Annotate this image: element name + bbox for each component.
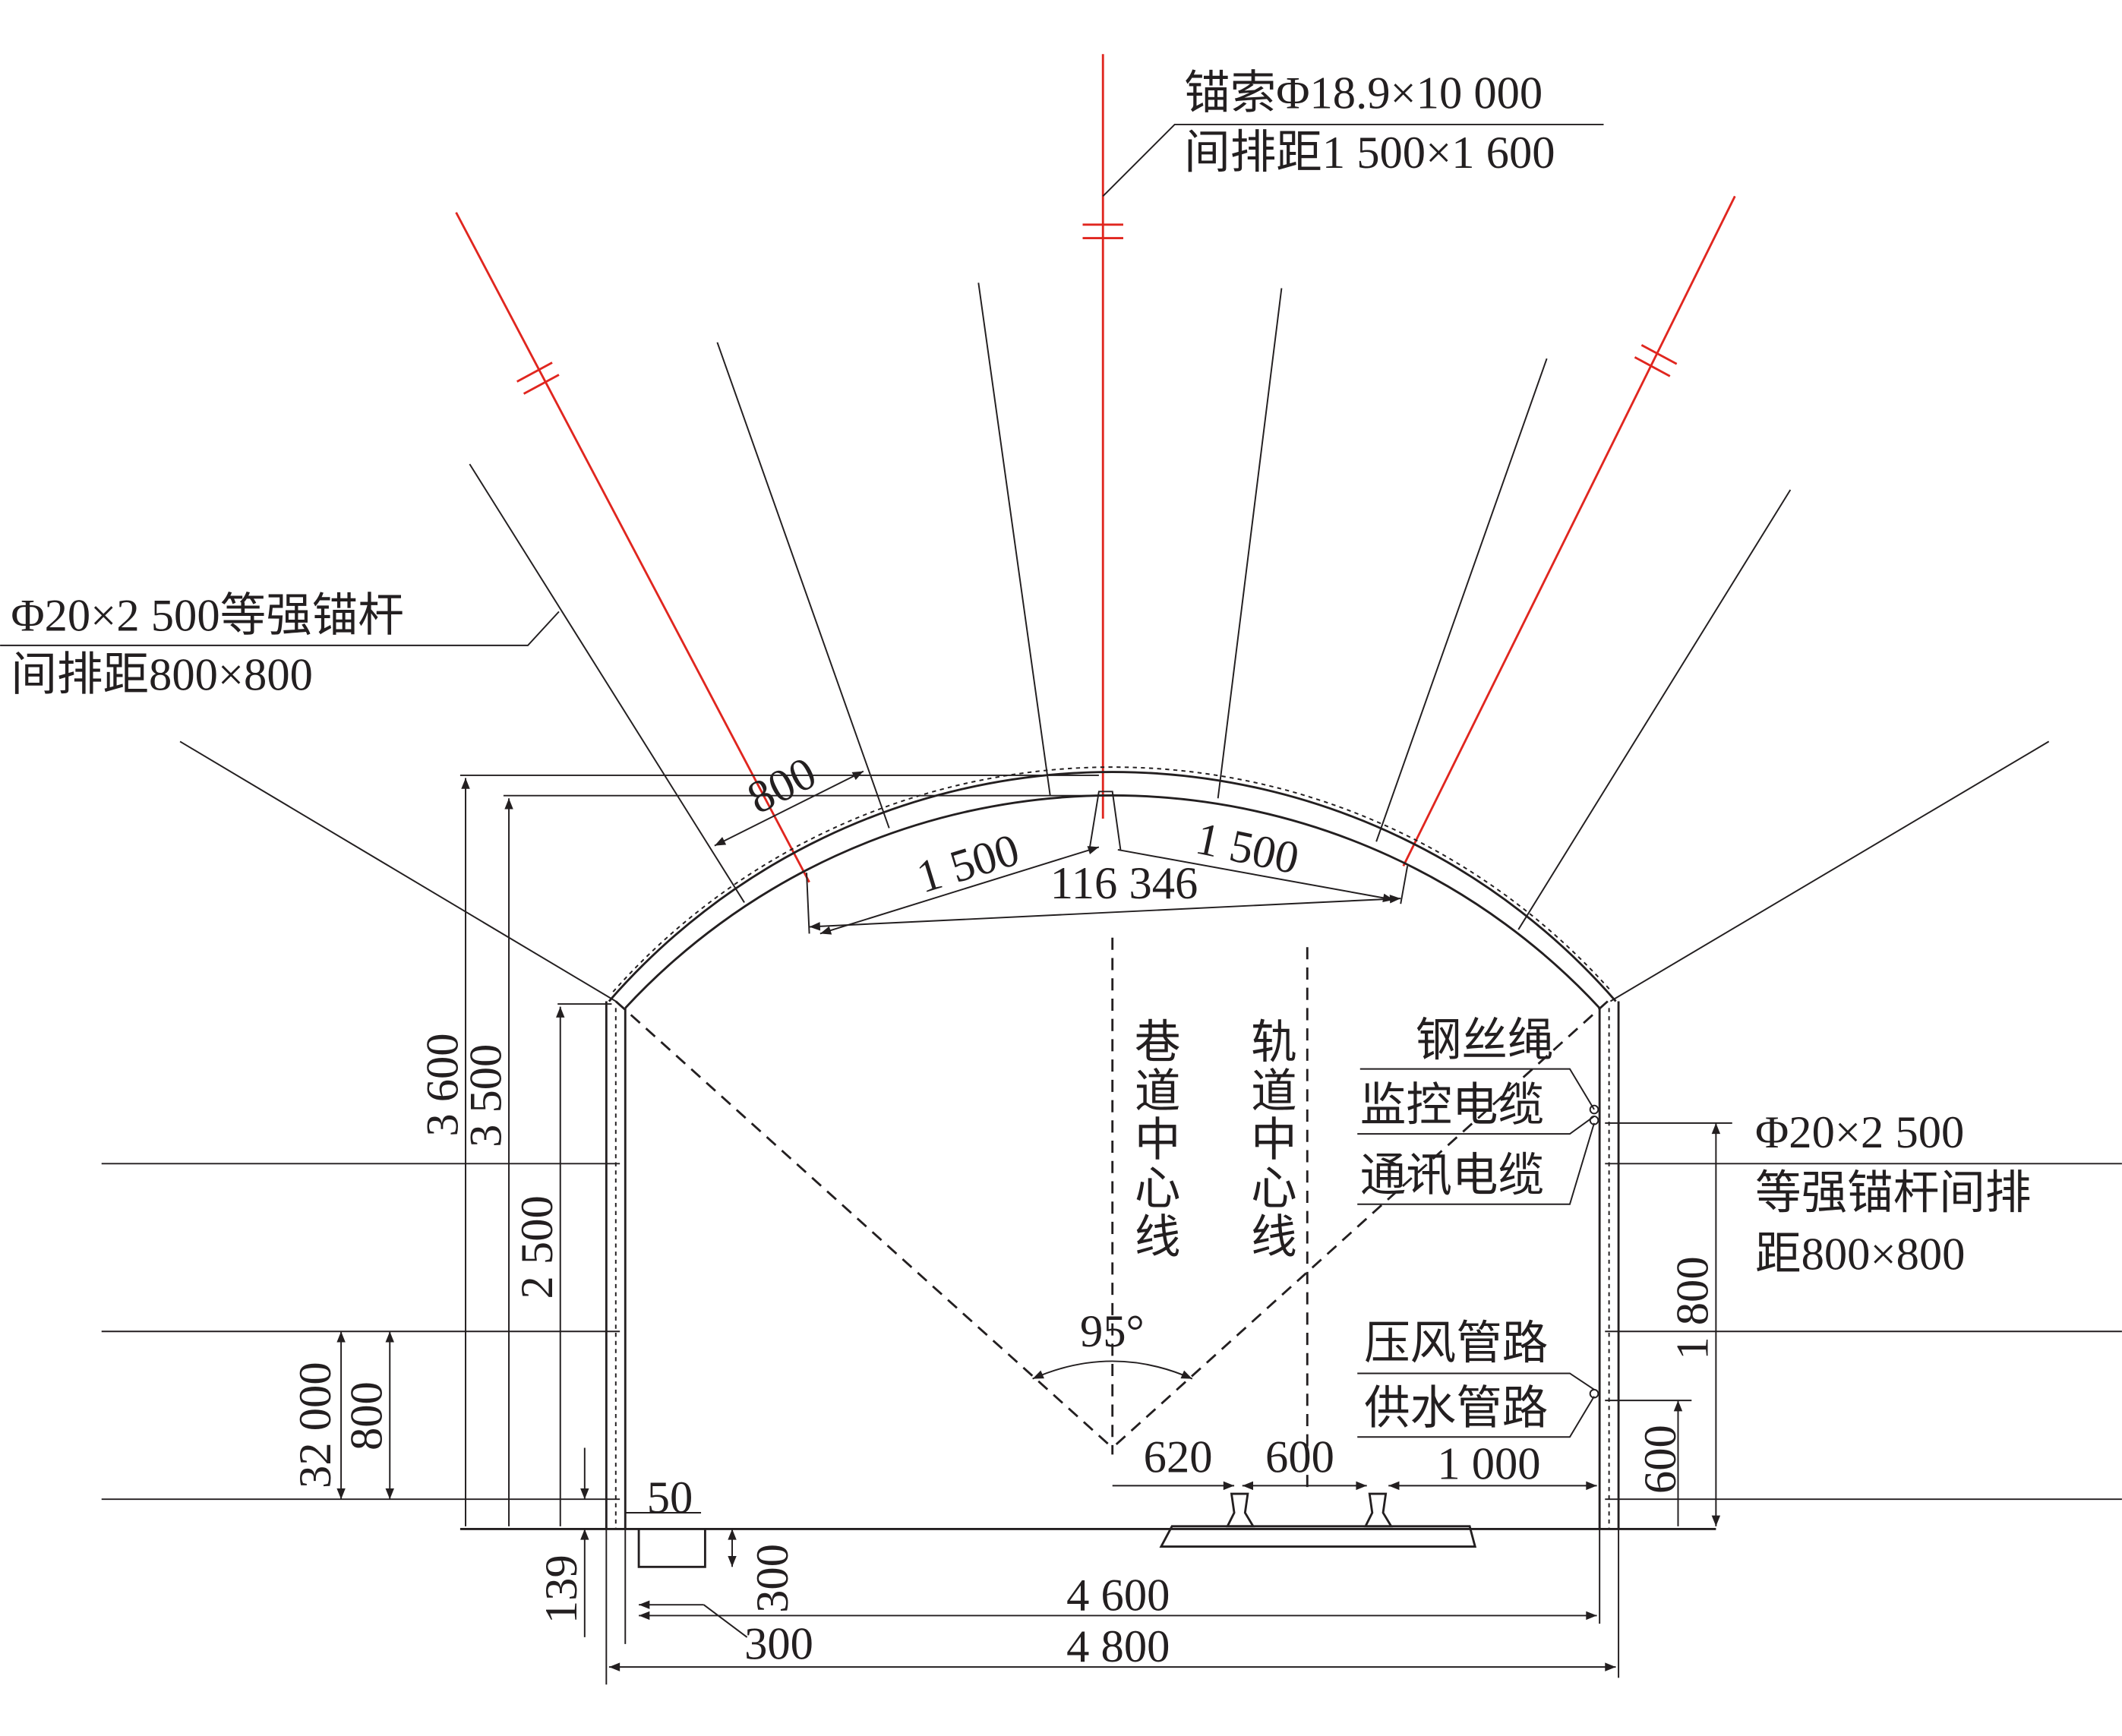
air-pipe-label: 压风管路 (1364, 1318, 1548, 1369)
dimension-values: 800 1 500 1 500 116 346 3 600 3 500 2 50… (290, 747, 1719, 1672)
comm-cable-label: 通讯电缆 (1360, 1150, 1544, 1201)
dim-32000: 32 000 (290, 1362, 341, 1488)
dim-wall-height: 2 500 (512, 1195, 563, 1299)
centerlines (614, 937, 1609, 1488)
roadway-centerline-label: 巷道中心线 (1128, 1018, 1179, 1261)
cable-spec: 锚索Φ18.9×10 000 (1184, 68, 1543, 119)
dim-angle: 95° (1080, 1306, 1145, 1357)
dim-300-horizontal: 300 (744, 1618, 813, 1669)
wall-bolts (101, 1163, 2122, 1501)
dim-width-outer: 4 800 (1066, 1621, 1170, 1672)
rail-left-icon (1225, 1492, 1255, 1528)
dim-620: 620 (1144, 1432, 1213, 1483)
wall-bolt-desc: 等强锚杆间排 (1755, 1168, 2031, 1219)
track-sleeper (1159, 1525, 1477, 1548)
roof-bolt-spec: Φ20×2 500等强锚杆 (11, 590, 404, 641)
roadway-outline (459, 766, 1716, 1568)
dim-arc-length: 116 346 (1050, 858, 1198, 909)
dim-height-inner: 3 500 (460, 1044, 511, 1147)
wall-bolt-spec: Φ20×2 500 (1755, 1107, 1964, 1158)
dimension-lines (0, 123, 1732, 1685)
track-centerline-label: 轨道中心线 (1244, 1018, 1295, 1261)
dim-300-vertical: 300 (747, 1544, 798, 1613)
anchor-cables (455, 54, 1736, 883)
rail-right-icon (1363, 1492, 1394, 1528)
monitor-cable-label: 监控电缆 (1360, 1080, 1544, 1131)
dim-50: 50 (647, 1472, 693, 1523)
dim-600-vertical: 600 (1635, 1425, 1686, 1494)
dim-1000: 1 000 (1437, 1438, 1540, 1489)
dim-cable-right: 1 500 (1192, 813, 1303, 885)
dim-1800: 1 800 (1668, 1256, 1719, 1359)
dim-height-outer: 3 600 (417, 1033, 468, 1136)
water-pipe-label: 供水管路 (1364, 1383, 1548, 1434)
roof-bolt-label: Φ20×2 500等强锚杆 间排距800×800 (11, 590, 404, 700)
dim-cable-left: 1 500 (911, 824, 1025, 903)
utility-labels: 钢丝绳 监控电缆 通讯电缆 压风管路 供水管路 (1360, 1015, 1554, 1435)
wall-bolt-label: Φ20×2 500 等强锚杆间排 距800×800 (1755, 1107, 2031, 1280)
dim-139: 139 (536, 1555, 587, 1624)
cable-spacing: 间排距1 500×1 600 (1184, 128, 1555, 178)
roof-bolts (179, 282, 2050, 1002)
dim-bolt-spacing: 800 (740, 747, 824, 824)
roof-bolt-spacing: 间排距800×800 (11, 650, 313, 701)
dim-width-inner: 4 600 (1066, 1570, 1170, 1621)
dim-800-vertical: 800 (342, 1381, 393, 1450)
wire-rope-label: 钢丝绳 (1416, 1015, 1554, 1066)
wall-bolt-spacing: 距800×800 (1755, 1229, 1965, 1280)
cable-label: 锚索Φ18.9×10 000 间排距1 500×1 600 (1184, 68, 1555, 178)
dim-600: 600 (1265, 1432, 1334, 1483)
